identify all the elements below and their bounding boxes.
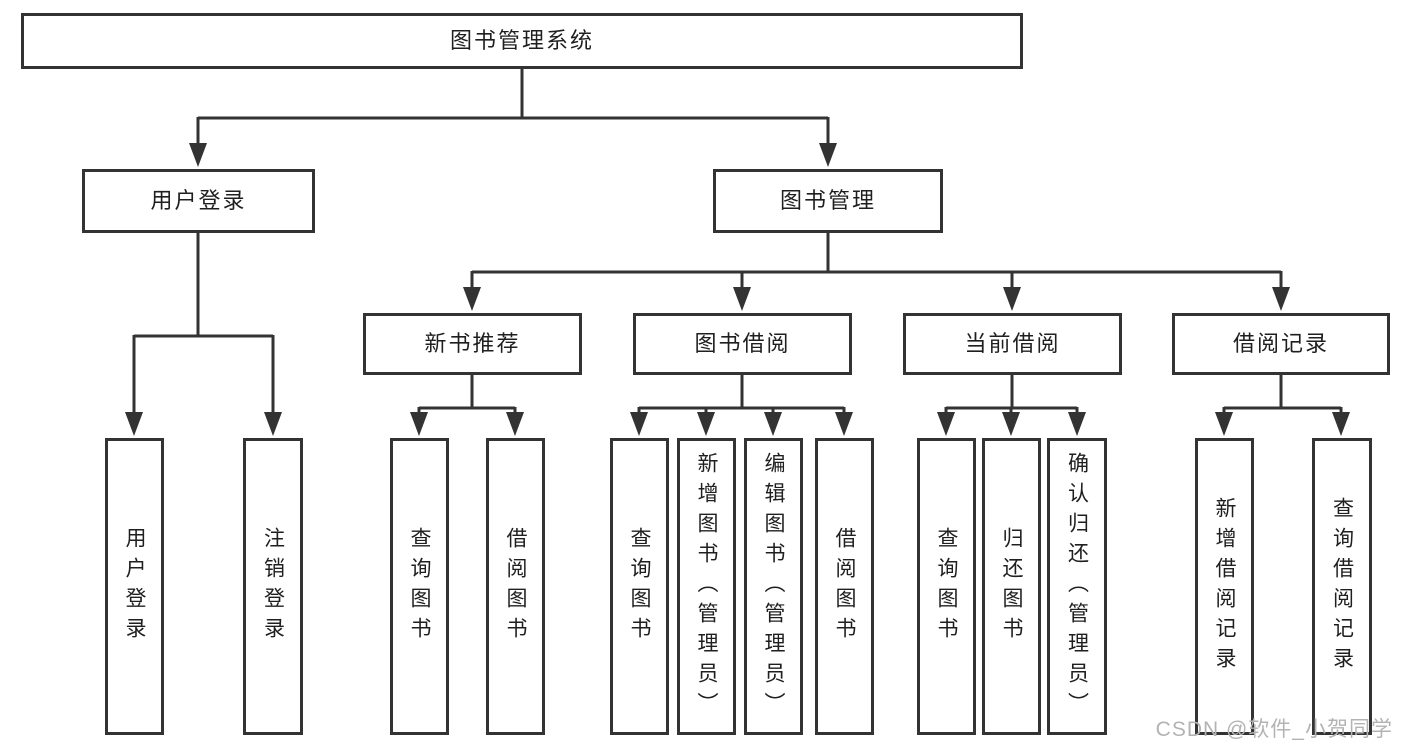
node-borrow-books-1: 借阅图书 — [486, 438, 545, 735]
node-book-borrowing: 图书借阅 — [633, 313, 852, 375]
node-edit-books-admin: 编辑图书（管理员） — [744, 438, 803, 735]
node-borrow-books-2: 借阅图书 — [815, 438, 874, 735]
node-user-login-leaf: 用户登录 — [105, 438, 164, 735]
csdn-watermark: CSDN @软件_小贺同学 — [1155, 718, 1393, 741]
node-query-books-1: 查询图书 — [390, 438, 449, 735]
arrowheads — [125, 143, 1350, 436]
node-return-books: 归还图书 — [982, 438, 1041, 735]
node-add-borrow-record: 新增借阅记录 — [1195, 438, 1254, 735]
node-new-book-recommend: 新书推荐 — [363, 313, 582, 375]
node-user-login: 用户登录 — [82, 169, 315, 233]
node-add-books-admin: 新增图书（管理员） — [677, 438, 736, 735]
node-borrowing-records: 借阅记录 — [1172, 313, 1390, 375]
node-root: 图书管理系统 — [21, 13, 1023, 69]
node-query-books-2: 查询图书 — [610, 438, 669, 735]
node-book-management: 图书管理 — [713, 169, 943, 233]
node-logout: 注销登录 — [243, 438, 303, 735]
node-query-books-3: 查询图书 — [917, 438, 976, 735]
node-query-borrow-record: 查询借阅记录 — [1312, 438, 1372, 735]
node-current-borrowing: 当前借阅 — [903, 313, 1122, 375]
node-confirm-return-admin: 确认归还（管理员） — [1047, 438, 1107, 735]
